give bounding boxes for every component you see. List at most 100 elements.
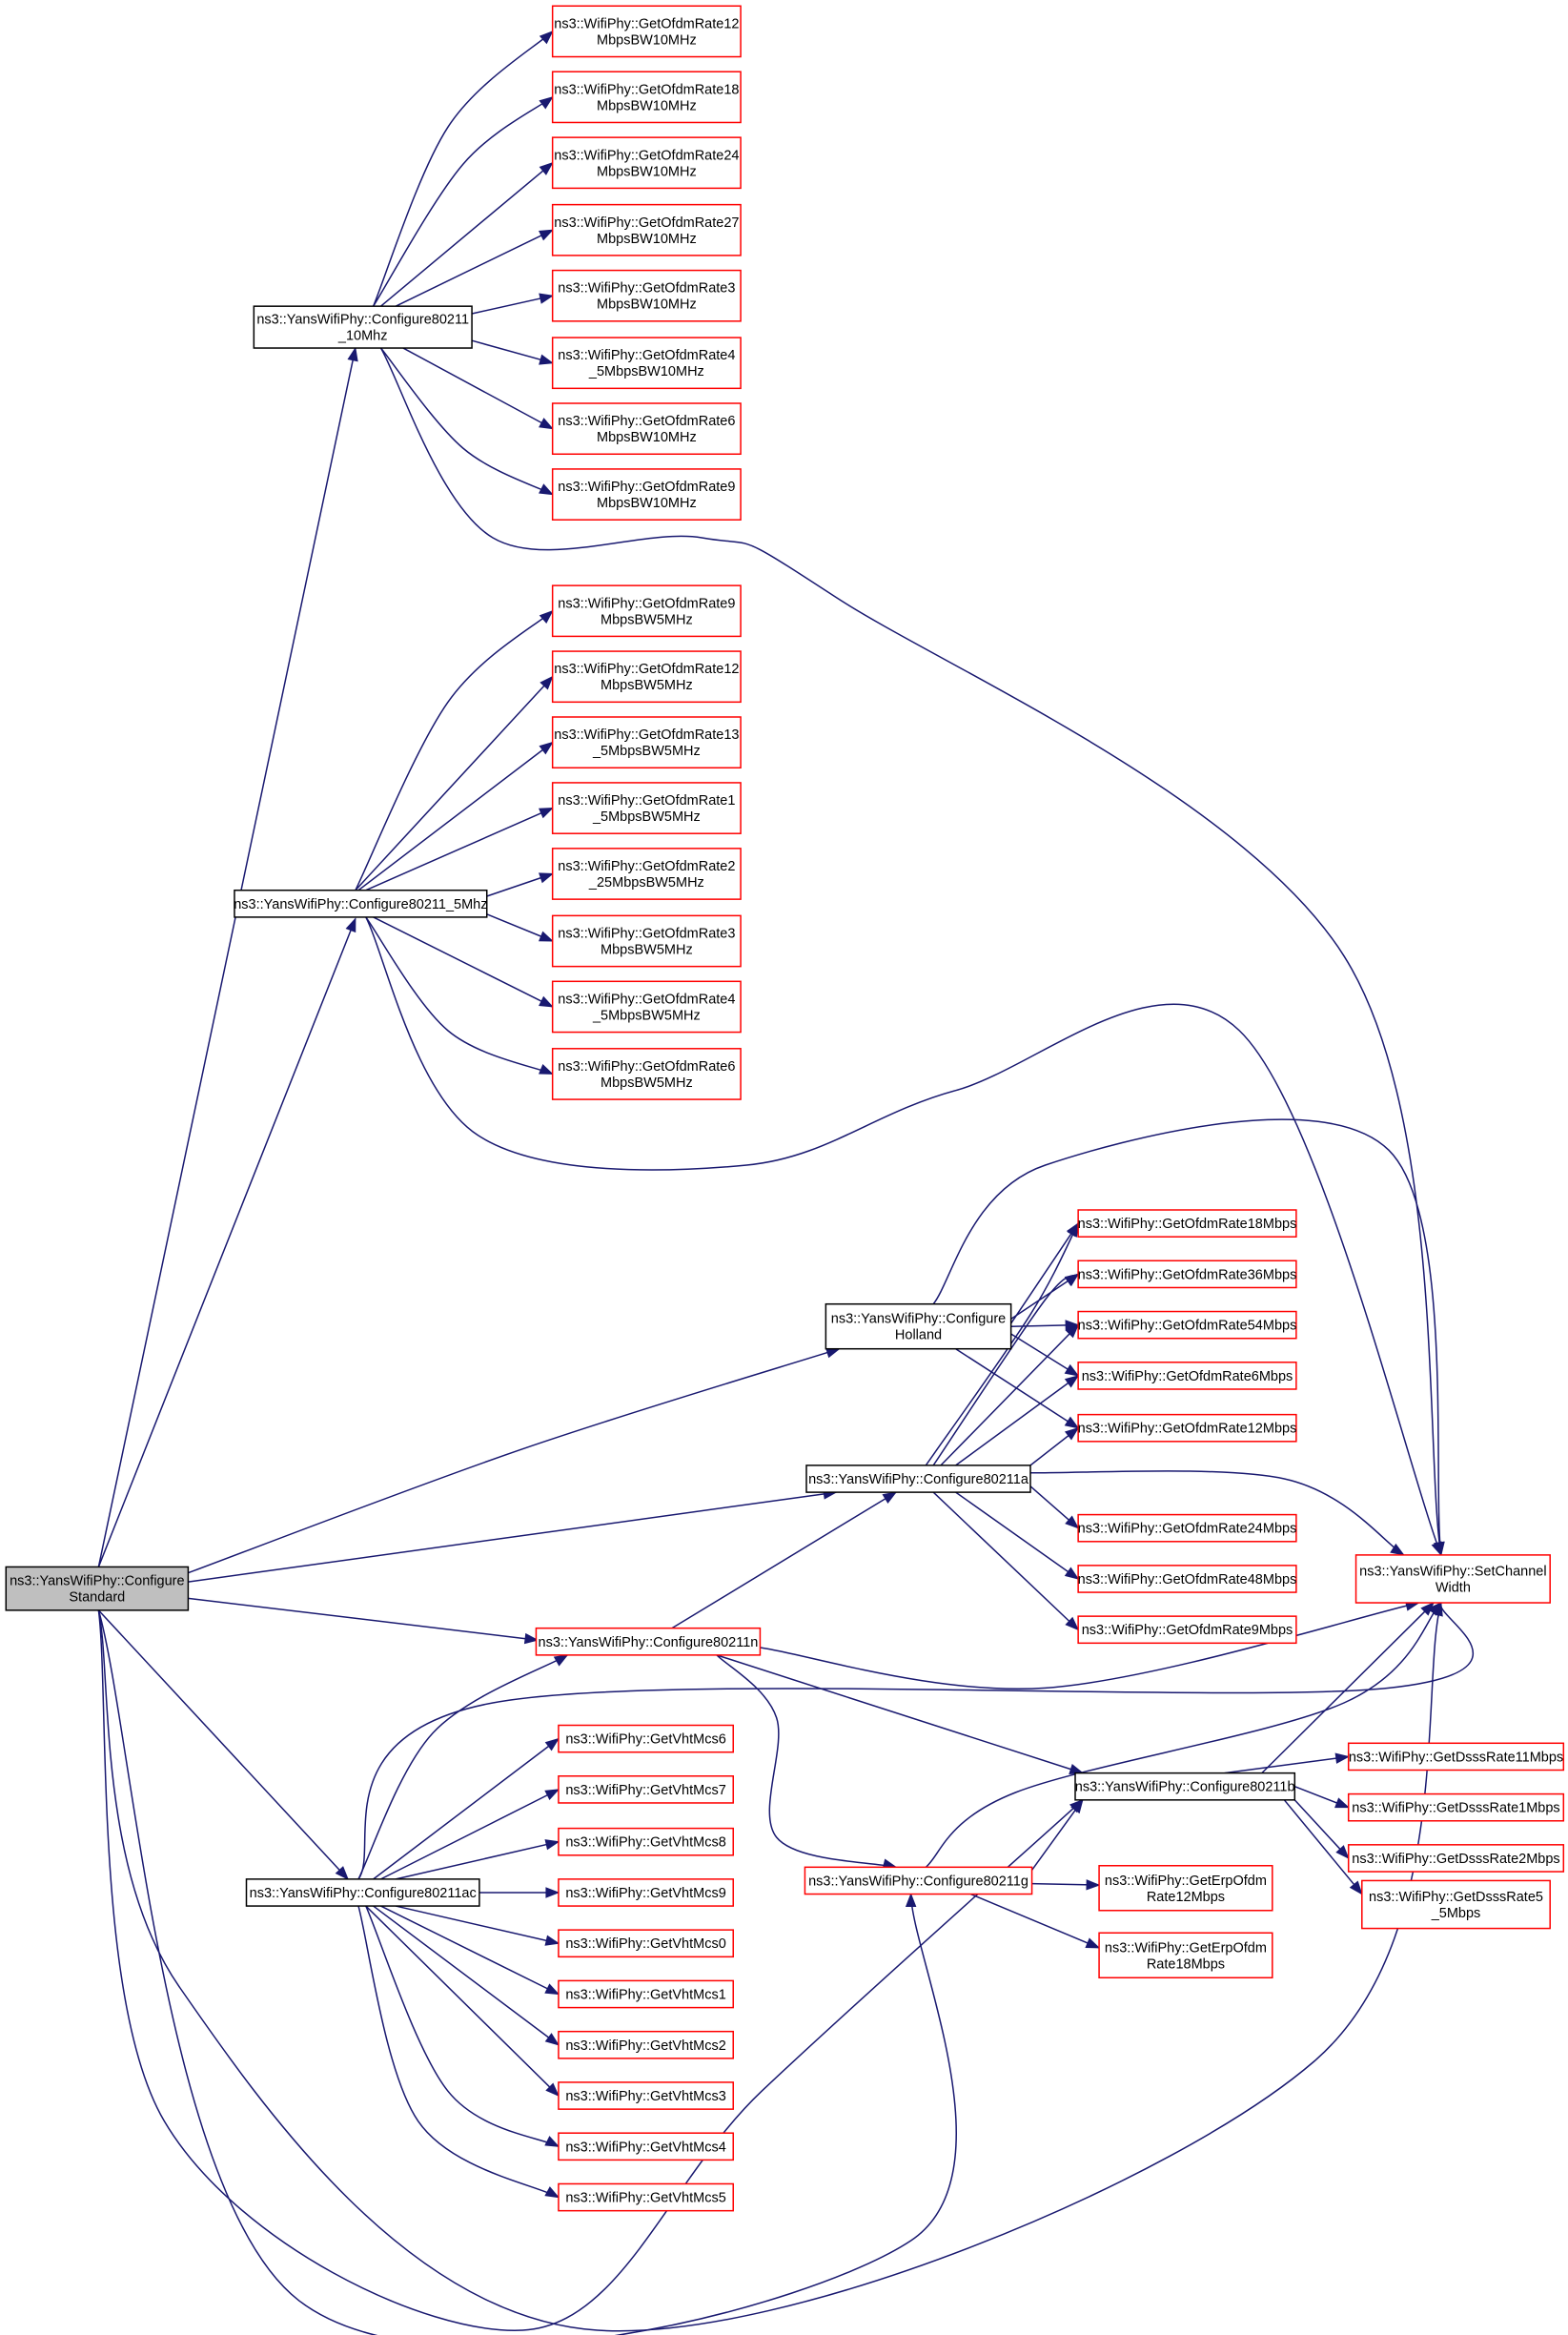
node-o9[interactable]: ns3::WifiPhy::GetOfdmRate9Mbps xyxy=(1077,1615,1297,1645)
edge-c10-to-r10_9 xyxy=(379,347,554,496)
node-label: _5Mbps xyxy=(1431,1906,1481,1921)
edge-line xyxy=(97,1609,1084,2331)
node-label: ns3::WifiPhy::GetOfdmRate12Mbps xyxy=(1078,1422,1297,1437)
node-r5_45[interactable]: ns3::WifiPhy::GetOfdmRate4_5MbpsBW5MHz xyxy=(551,980,742,1034)
node-box xyxy=(535,1627,762,1656)
node-label: ns3::WifiPhy::GetVhtMcs3 xyxy=(565,2089,725,2104)
arrowhead-icon xyxy=(544,2136,560,2147)
node-vht1[interactable]: ns3::WifiPhy::GetVhtMcs1 xyxy=(558,1979,734,2009)
node-vht0[interactable]: ns3::WifiPhy::GetVhtMcs0 xyxy=(558,1929,734,1958)
arrowhead-icon xyxy=(553,1654,569,1667)
node-d1[interactable]: ns3::WifiPhy::GetDsssRate1Mbps xyxy=(1347,1792,1565,1822)
node-o48[interactable]: ns3::WifiPhy::GetOfdmRate48Mbps xyxy=(1077,1565,1297,1593)
node-r10_45[interactable]: ns3::WifiPhy::GetOfdmRate4_5MbpsBW10MHz xyxy=(551,337,742,390)
edge-line xyxy=(355,610,554,891)
node-vht6[interactable]: ns3::WifiPhy::GetVhtMcs6 xyxy=(558,1724,734,1753)
node-label: ns3::WifiPhy::GetDsssRate5 xyxy=(1369,1890,1543,1905)
node-vht8[interactable]: ns3::WifiPhy::GetVhtMcs8 xyxy=(558,1827,734,1856)
node-vht9[interactable]: ns3::WifiPhy::GetVhtMcs9 xyxy=(558,1878,734,1907)
node-label: ns3::WifiPhy::GetOfdmRate54Mbps xyxy=(1078,1319,1297,1334)
node-o12[interactable]: ns3::WifiPhy::GetOfdmRate12Mbps xyxy=(1077,1413,1297,1443)
node-label: ns3::YansWifiPhy::Configure80211_5Mhz xyxy=(234,897,487,912)
arrowhead-icon xyxy=(1064,1273,1080,1287)
node-d2[interactable]: ns3::WifiPhy::GetDsssRate2Mbps xyxy=(1347,1844,1565,1873)
node-vht7[interactable]: ns3::WifiPhy::GetVhtMcs7 xyxy=(558,1775,734,1804)
node-c11g[interactable]: ns3::YansWifiPhy::Configure80211g xyxy=(804,1866,1033,1895)
node-label: ns3::WifiPhy::GetDsssRate11Mbps xyxy=(1349,1750,1563,1765)
node-vht3[interactable]: ns3::WifiPhy::GetVhtMcs3 xyxy=(558,2081,734,2110)
edge-c11n-to-setcw xyxy=(760,1600,1420,1690)
edge-holland-to-setcw xyxy=(932,1118,1445,1557)
node-label: ns3::WifiPhy::GetOfdmRate4 xyxy=(558,348,735,363)
arrowhead-icon xyxy=(1390,1543,1405,1556)
edge-line xyxy=(373,1738,560,1880)
edge-line xyxy=(760,1602,1419,1690)
node-vht5[interactable]: ns3::WifiPhy::GetVhtMcs5 xyxy=(558,2182,734,2212)
node-o24[interactable]: ns3::WifiPhy::GetOfdmRate24Mbps xyxy=(1077,1513,1297,1543)
edge-c10-to-r10_12 xyxy=(372,30,554,307)
edge-line xyxy=(395,229,553,307)
node-label: _10Mhz xyxy=(337,329,388,344)
edge-c11ac-to-vht9 xyxy=(479,1887,560,1898)
node-d11[interactable]: ns3::WifiPhy::GetDsssRate11Mbps xyxy=(1347,1742,1565,1772)
node-box xyxy=(234,889,488,918)
edge-c11a-to-o6 xyxy=(955,1375,1080,1466)
node-o18[interactable]: ns3::WifiPhy::GetOfdmRate18Mbps xyxy=(1077,1209,1297,1238)
node-box xyxy=(1077,1615,1297,1645)
edge-c11a-to-o24 xyxy=(1029,1485,1080,1529)
edge-line xyxy=(357,1654,568,1880)
edge-line xyxy=(380,1789,560,1880)
arrowhead-icon xyxy=(539,418,554,430)
arrowhead-icon xyxy=(1065,1515,1080,1529)
node-box xyxy=(1098,1932,1273,1979)
edge-line xyxy=(395,1905,560,1944)
node-r5_135[interactable]: ns3::WifiPhy::GetOfdmRate13_5MbpsBW5MHz xyxy=(551,716,742,769)
node-c11n[interactable]: ns3::YansWifiPhy::Configure80211n xyxy=(535,1627,762,1656)
node-box xyxy=(551,71,742,124)
edge-c11a-to-o18 xyxy=(925,1221,1079,1466)
node-vht2[interactable]: ns3::WifiPhy::GetVhtMcs2 xyxy=(558,2030,734,2059)
node-o36[interactable]: ns3::WifiPhy::GetOfdmRate36Mbps xyxy=(1077,1260,1297,1289)
node-r5_15[interactable]: ns3::WifiPhy::GetOfdmRate1_5MbpsBW5MHz xyxy=(551,782,742,834)
edge-root-to-c5 xyxy=(97,917,356,1567)
arrowhead-icon xyxy=(1349,1880,1363,1895)
node-box xyxy=(551,136,742,190)
node-r5_225[interactable]: ns3::WifiPhy::GetOfdmRate2_25MbpsBW5MHz xyxy=(551,848,742,900)
node-label: ns3::YansWifiPhy::Configure xyxy=(10,1574,184,1589)
node-d55[interactable]: ns3::WifiPhy::GetDsssRate5_5Mbps xyxy=(1361,1879,1551,1930)
node-box xyxy=(558,1775,734,1804)
edge-line xyxy=(925,1602,1442,1868)
node-label: ns3::WifiPhy::GetOfdmRate9Mbps xyxy=(1082,1623,1293,1638)
node-vht4[interactable]: ns3::WifiPhy::GetVhtMcs4 xyxy=(558,2132,734,2161)
edge-c11g-to-erp12 xyxy=(1031,1879,1101,1891)
node-label: ns3::WifiPhy::GetVhtMcs7 xyxy=(565,1783,725,1798)
arrowhead-icon xyxy=(1065,1616,1080,1631)
node-c11b: ns3::YansWifiPhy::Configure80211b xyxy=(1074,1772,1296,1801)
edge-c11a-to-o48 xyxy=(955,1491,1080,1580)
node-label: ns3::YansWifiPhy::Configure80211n xyxy=(539,1635,759,1650)
node-c11ac: ns3::YansWifiPhy::Configure80211ac xyxy=(245,1878,480,1907)
node-o6[interactable]: ns3::WifiPhy::GetOfdmRate6Mbps xyxy=(1077,1362,1297,1390)
edge-c11ac-to-vht7 xyxy=(380,1789,560,1880)
edge-line xyxy=(365,1905,560,2097)
node-label: ns3::WifiPhy::GetOfdmRate6Mbps xyxy=(1082,1369,1293,1384)
arrowhead-icon xyxy=(882,1491,898,1504)
node-o54[interactable]: ns3::WifiPhy::GetOfdmRate54Mbps xyxy=(1077,1310,1297,1340)
node-label: MbpsBW10MHz xyxy=(597,232,697,247)
arrowhead-icon xyxy=(544,1839,560,1851)
edge-c11ac-to-vht0 xyxy=(395,1905,560,1946)
